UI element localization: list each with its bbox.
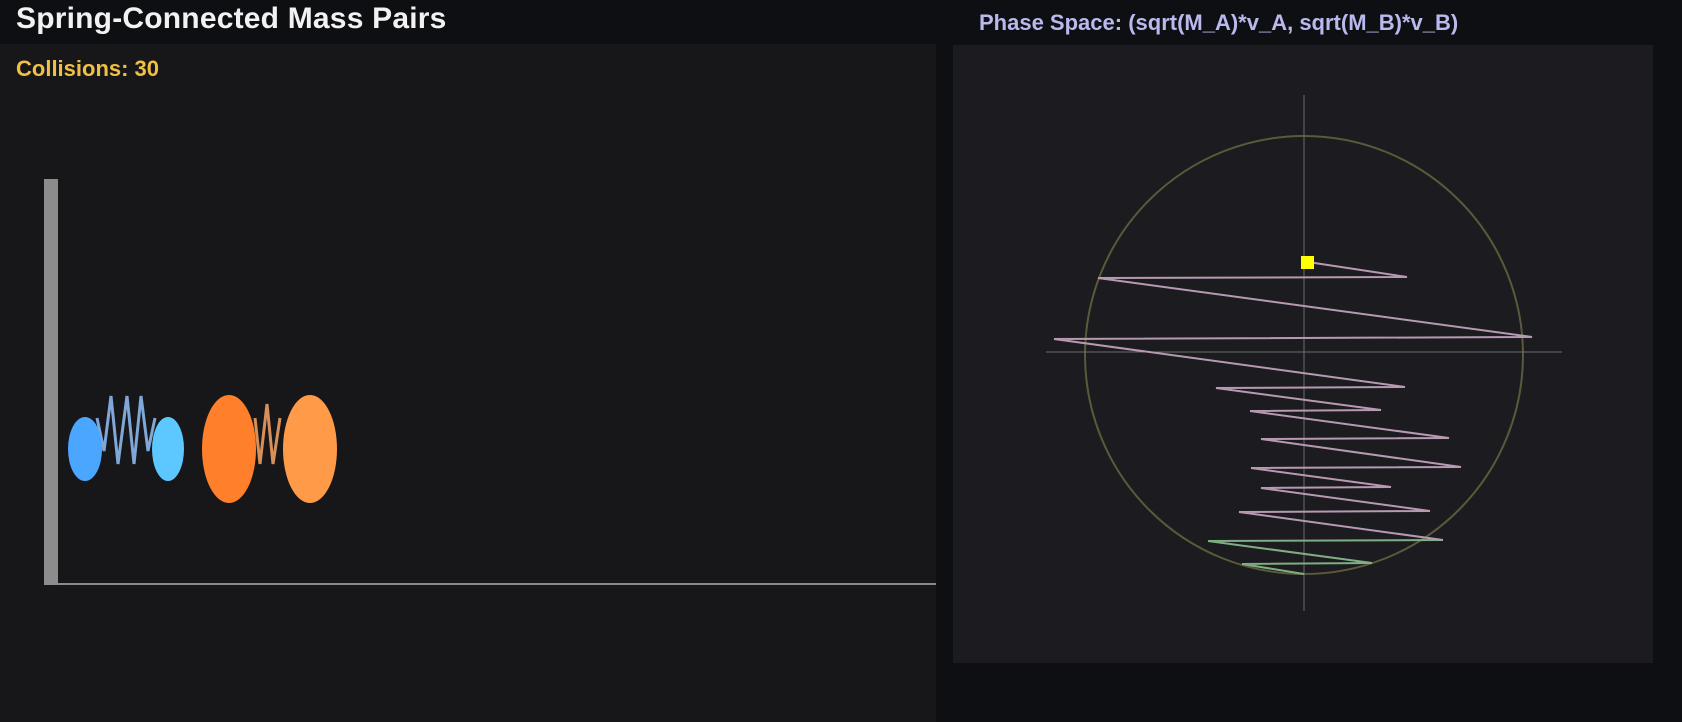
mass-pair-b[interactable] <box>202 395 337 503</box>
spring-b <box>253 403 282 465</box>
mass-pair-a[interactable] <box>68 395 184 481</box>
trajectory <box>1053 261 1533 541</box>
mass-b-left[interactable] <box>202 395 256 503</box>
wall <box>44 179 58 585</box>
current-state-marker <box>1301 256 1314 269</box>
mass-a-right[interactable] <box>152 417 184 481</box>
phase-space-title: Phase Space: (sqrt(M_A)*v_A, sqrt(M_B)*v… <box>979 10 1459 35</box>
mass-a-left[interactable] <box>68 417 102 481</box>
mass-b-right[interactable] <box>283 395 337 503</box>
app-title: Spring-Connected Mass Pairs <box>16 2 447 35</box>
title-bar: Spring-Connected Mass Pairs <box>0 0 936 44</box>
simulation-canvas <box>44 179 936 585</box>
phase-space-panel <box>953 45 1653 663</box>
trajectory-old <box>1207 539 1444 575</box>
simulation-panel: Collisions: 30 <box>0 44 936 722</box>
phase-space-plot <box>1046 95 1562 611</box>
collision-counter: Collisions: 30 <box>16 56 160 81</box>
spring-a <box>95 395 157 465</box>
